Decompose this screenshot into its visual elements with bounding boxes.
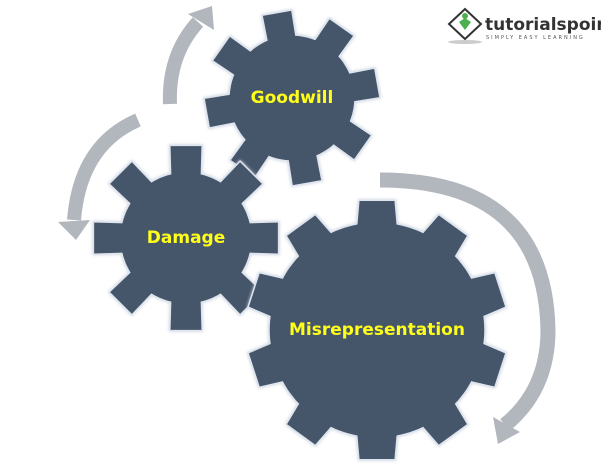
- arrowhead-icon: [188, 6, 214, 30]
- arrow-misrepresentation: [379, 172, 556, 431]
- gear-damage: [92, 144, 280, 332]
- cycle-arrows: [58, 6, 556, 444]
- arrowhead-icon: [493, 417, 520, 444]
- gear-label-goodwill: Goodwill: [251, 88, 334, 108]
- tutorialspoint-logo: tutorialspoint SIMPLY EASY LEARNING: [447, 7, 601, 44]
- logo-tagline: SIMPLY EASY LEARNING: [486, 35, 585, 41]
- gear-label-damage: Damage: [147, 228, 225, 248]
- arrow-damage-to-goodwill: [162, 17, 204, 105]
- logo-wordmark: tutorialspoint: [485, 15, 601, 35]
- arrowhead-icon: [58, 220, 90, 240]
- arrow-goodwill-to-damage: [67, 113, 141, 221]
- gear-goodwill: [203, 9, 381, 187]
- gear-misrepresentation: [247, 199, 507, 461]
- gear-label-misrepresentation: Misrepresentation: [289, 320, 465, 340]
